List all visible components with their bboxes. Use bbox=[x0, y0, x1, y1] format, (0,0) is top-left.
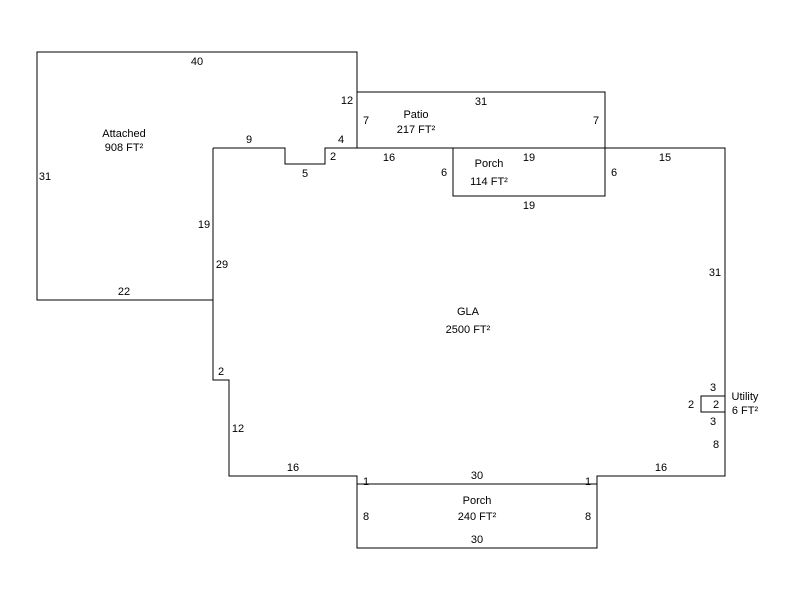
dim-label: 31 bbox=[475, 96, 487, 108]
utility-area: 6 FT² bbox=[732, 405, 759, 417]
dim-label: 3 bbox=[710, 416, 716, 428]
utility-name: Utility bbox=[732, 391, 759, 403]
dim-label: 22 bbox=[118, 286, 130, 298]
dim-label: 8 bbox=[585, 511, 591, 523]
porch-top-name: Porch bbox=[475, 158, 504, 170]
dim-label: 6 bbox=[441, 167, 447, 179]
dim-label: 40 bbox=[191, 56, 203, 68]
dim-label: 31 bbox=[39, 171, 51, 183]
dim-label: 30 bbox=[471, 470, 483, 482]
dim-label: 15 bbox=[659, 152, 671, 164]
gla-name: GLA bbox=[457, 306, 480, 318]
dim-label: 29 bbox=[216, 259, 228, 271]
attached-area: 908 FT² bbox=[105, 142, 144, 154]
dim-label: 12 bbox=[232, 423, 244, 435]
dim-label: 9 bbox=[246, 134, 252, 146]
gla-area: 2500 FT² bbox=[446, 324, 491, 336]
area-labels: Attached 908 FT² Patio 217 FT² Porch 114… bbox=[102, 109, 759, 523]
walls bbox=[36, 51, 726, 549]
patio-name: Patio bbox=[403, 109, 428, 121]
attached-name: Attached bbox=[102, 128, 145, 140]
dim-label: 16 bbox=[383, 152, 395, 164]
dim-label: 1 bbox=[585, 476, 591, 488]
dim-label: 3 bbox=[710, 382, 716, 394]
dim-label: 19 bbox=[523, 152, 535, 164]
dim-label: 6 bbox=[611, 167, 617, 179]
utility-outline bbox=[700, 395, 726, 413]
porch-bottom-name: Porch bbox=[463, 495, 492, 507]
dim-label: 2 bbox=[713, 399, 719, 411]
porch-top-area: 114 FT² bbox=[470, 176, 508, 188]
dim-label: 19 bbox=[198, 219, 210, 231]
porch-top-outline bbox=[452, 147, 606, 197]
attached-outline bbox=[36, 51, 358, 301]
dim-label: 7 bbox=[593, 115, 599, 127]
dim-label: 19 bbox=[523, 200, 535, 212]
dim-label: 7 bbox=[363, 115, 369, 127]
porch-bottom-area: 240 FT² bbox=[458, 511, 497, 523]
dim-label: 12 bbox=[341, 95, 353, 107]
dim-label: 16 bbox=[655, 462, 667, 474]
dim-label: 2 bbox=[330, 151, 336, 163]
dim-label: 2 bbox=[688, 399, 694, 411]
dim-label: 30 bbox=[471, 534, 483, 546]
dim-label: 1 bbox=[363, 476, 369, 488]
dim-label: 4 bbox=[338, 134, 344, 146]
gla-outline bbox=[212, 147, 726, 485]
dim-label: 31 bbox=[709, 267, 721, 279]
dim-label: 2 bbox=[218, 366, 224, 378]
porch-bottom-outline bbox=[356, 483, 598, 549]
dim-label: 8 bbox=[713, 439, 719, 451]
dim-label: 16 bbox=[287, 462, 299, 474]
dim-label: 8 bbox=[363, 511, 369, 523]
dim-label: 5 bbox=[302, 168, 308, 180]
dimension-labels: 40 31 22 12 19 29 9 4 2 5 16 31 7 7 19 1… bbox=[39, 56, 721, 546]
patio-area: 217 FT² bbox=[397, 124, 436, 136]
